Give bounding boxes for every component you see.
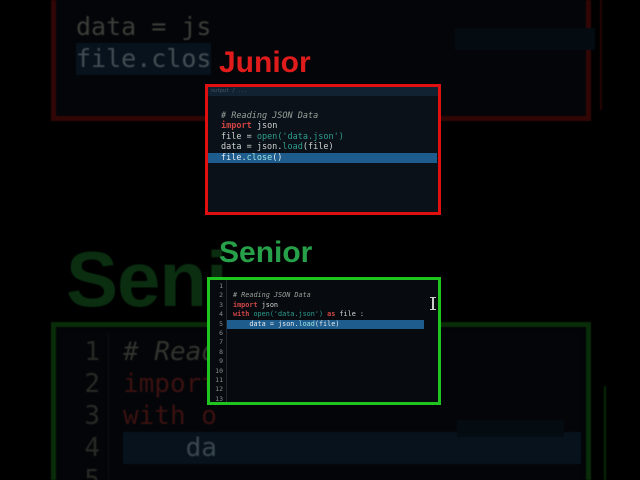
junior-editor-titlebar: output / ... bbox=[208, 87, 438, 96]
text-cursor-icon bbox=[430, 297, 436, 310]
junior-code-content[interactable]: # Reading JSON Data import json file = o… bbox=[208, 96, 438, 164]
junior-line-4-fn: load bbox=[282, 142, 303, 153]
junior-line-3-fn: open bbox=[256, 131, 278, 142]
senior-line-4-rest: file : bbox=[339, 310, 364, 319]
senior-line-4-keyword: with bbox=[233, 310, 254, 319]
senior-line-4-fn: open bbox=[253, 310, 270, 319]
background-junior-code: data = js file.clos bbox=[76, 11, 212, 75]
background-highlight-bar-top bbox=[455, 28, 595, 50]
junior-line-5-start: file. bbox=[221, 152, 247, 163]
background-senior-line-3: import bbox=[123, 369, 233, 399]
junior-line-5-fn: close bbox=[246, 152, 273, 163]
background-junior-line-2: file.clos bbox=[76, 43, 212, 75]
junior-section-title: Junior bbox=[219, 46, 311, 79]
background-senior-line-5: da bbox=[123, 432, 581, 464]
background-senior-watermark: Seni bbox=[66, 235, 228, 323]
senior-line-5-rest: (file) bbox=[314, 319, 340, 328]
junior-line-4-start: data = json. bbox=[221, 142, 283, 153]
junior-line-2-rest: json bbox=[251, 121, 278, 132]
background-senior-line-4: with o bbox=[123, 401, 217, 431]
senior-line-5-highlighted: data = json.load(file) bbox=[227, 319, 424, 330]
senior-line-5-fn: load bbox=[298, 319, 315, 328]
background-junior-line-1: data = js bbox=[76, 12, 212, 41]
junior-line-2-keyword: import bbox=[221, 121, 252, 132]
background-red-divider bbox=[600, 0, 602, 110]
background-junior-frame: data = js file.clos bbox=[51, 0, 591, 121]
background-highlight-bar-bottom bbox=[457, 420, 564, 437]
senior-line-3-rest: json bbox=[257, 300, 279, 309]
senior-line-4-str: ('data.json') bbox=[269, 310, 324, 319]
senior-section-title: Senior bbox=[219, 236, 313, 269]
senior-code-editor[interactable]: 1 2 3 4 5 6 7 8 9 10 11 12 13 # Reading … bbox=[207, 277, 441, 405]
senior-line-4-as: as bbox=[323, 310, 340, 319]
junior-line-3-str: ('data.json') bbox=[277, 131, 344, 142]
junior-line-5-rest: () bbox=[272, 152, 283, 163]
junior-line-1: # Reading JSON Data bbox=[221, 111, 319, 121]
senior-line-3-keyword: import bbox=[233, 300, 258, 309]
senior-line-5-start: data = json. bbox=[233, 319, 299, 328]
junior-line-5-highlighted: file.close() bbox=[208, 152, 437, 164]
background-senior-gutter: 1 2 3 4 5 6 7 bbox=[61, 332, 109, 480]
senior-line-numbers: 1 2 3 4 5 6 7 8 9 10 11 12 13 bbox=[210, 280, 227, 403]
junior-line-4-rest: (file) bbox=[302, 142, 334, 153]
senior-code-content[interactable]: # Reading JSON Data import json with ope… bbox=[227, 280, 438, 402]
senior-line-2: # Reading JSON Data bbox=[233, 291, 311, 300]
junior-code-editor[interactable]: output / ... # Reading JSON Data import … bbox=[205, 84, 441, 215]
junior-line-3-start: file = bbox=[221, 131, 257, 142]
background-green-divider bbox=[604, 386, 606, 480]
background-senior-editor: 1 2 3 4 5 6 7 # Read. import with o da bbox=[61, 332, 581, 480]
